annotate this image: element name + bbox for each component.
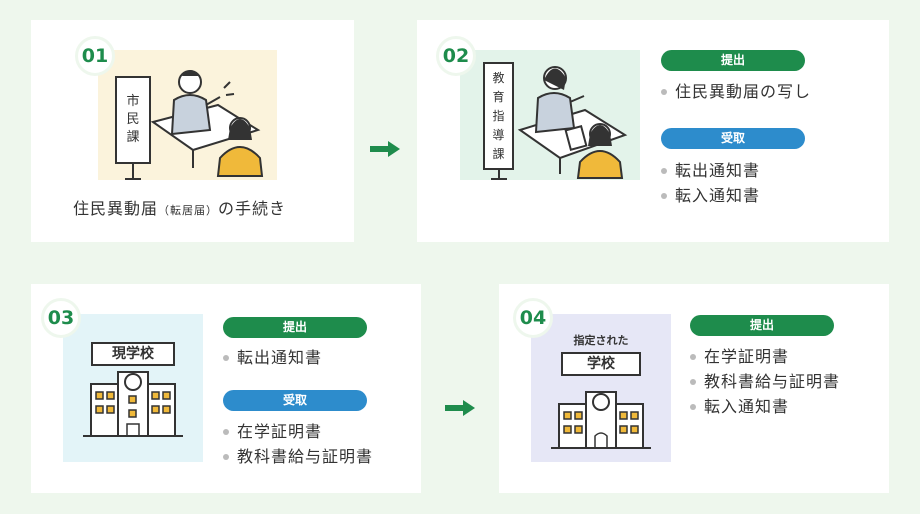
step-card-2: 02 教 育 指 導 課 提出 住民異動届の写し 受取 転出通知書 転入通知書 [417,20,889,242]
school-label: 現学校 [91,342,175,366]
bullet-dot [661,167,667,174]
sign-pole [491,170,507,180]
bullet-dot [661,192,667,199]
list-item-text: 転出通知書 [675,161,761,180]
list-item-text: 在学証明書 [704,347,790,366]
list-item-text: 転入通知書 [704,397,790,416]
bullet-dot [690,403,696,410]
bullet-dot [223,354,229,361]
list-item-text: 転入通知書 [675,186,761,205]
school-building-icon [551,391,651,449]
bullet-dot [223,428,229,435]
list-item: 転出通知書 [661,158,760,183]
sign-char: 市 [126,94,140,109]
submit-tag: 提出 [690,315,834,336]
list-item: 在学証明書 [223,419,373,444]
step-number-badge: 03 [41,298,81,338]
sign-char: 育 [492,89,505,104]
submit-list: 転出通知書 [223,345,322,370]
arrow-right-icon [370,141,400,157]
step-number-badge: 04 [513,298,553,338]
list-item-text: 教科書給与証明書 [704,372,841,391]
step-number-badge: 02 [436,36,476,76]
submit-list: 住民異動届の写し [661,79,811,104]
bullet-dot [690,378,696,385]
submit-tag: 提出 [223,317,367,338]
school-illustration [531,314,671,462]
caption-paren: （転居届） [158,204,219,217]
submit-list: 在学証明書 教科書給与証明書 転入通知書 [690,344,840,419]
list-item: 転出通知書 [223,345,322,370]
sign-char: 課 [492,146,505,161]
list-item: 教科書給与証明書 [223,444,373,469]
bullet-dot [223,453,229,460]
office-sign: 市 民 課 [115,76,151,164]
school-building-icon [83,371,183,437]
receive-tag: 受取 [223,390,367,411]
bullet-dot [661,88,667,95]
list-item-text: 教科書給与証明書 [237,447,374,466]
list-item: 在学証明書 [690,344,840,369]
step-number-badge: 01 [75,36,115,76]
list-item: 教科書給与証明書 [690,369,840,394]
caption-tail: の手続き [218,199,287,218]
step-card-1: 01 市 民 課 住民異動届（転居届）の手続き [31,20,354,242]
school-illustration [63,314,203,462]
sign-pole [125,164,141,180]
receive-list: 転出通知書 転入通知書 [661,158,760,208]
list-item-text: 在学証明書 [237,422,323,441]
receive-tag: 受取 [661,128,805,149]
sign-char: 導 [492,127,505,142]
list-item-text: 住民異動届の写し [675,82,812,101]
list-item-text: 転出通知書 [237,348,323,367]
list-item: 転入通知書 [690,394,840,419]
school-label: 学校 [561,352,641,376]
bullet-dot [690,353,696,360]
step-caption: 住民異動届（転居届）の手続き [73,195,286,219]
sign-char: 教 [492,70,505,85]
arrow-right-icon [445,400,475,416]
submit-tag: 提出 [661,50,805,71]
step-card-4: 04 指定された 学校 提出 在学証明書 教科書給与証明書 転入通知書 [499,284,889,493]
list-item: 転入通知書 [661,183,760,208]
office-sign: 教 育 指 導 課 [483,62,514,170]
step-card-3: 03 現学校 提出 転出通知書 受取 在学証明書 教科書給与証明書 [31,284,421,493]
receive-list: 在学証明書 教科書給与証明書 [223,419,373,469]
sign-char: 民 [126,112,140,127]
list-item: 住民異動届の写し [661,79,811,104]
sign-char: 指 [492,108,505,123]
sign-char: 課 [126,130,140,145]
caption-main: 住民異動届 [73,199,159,218]
school-caption: 指定された [573,334,629,347]
